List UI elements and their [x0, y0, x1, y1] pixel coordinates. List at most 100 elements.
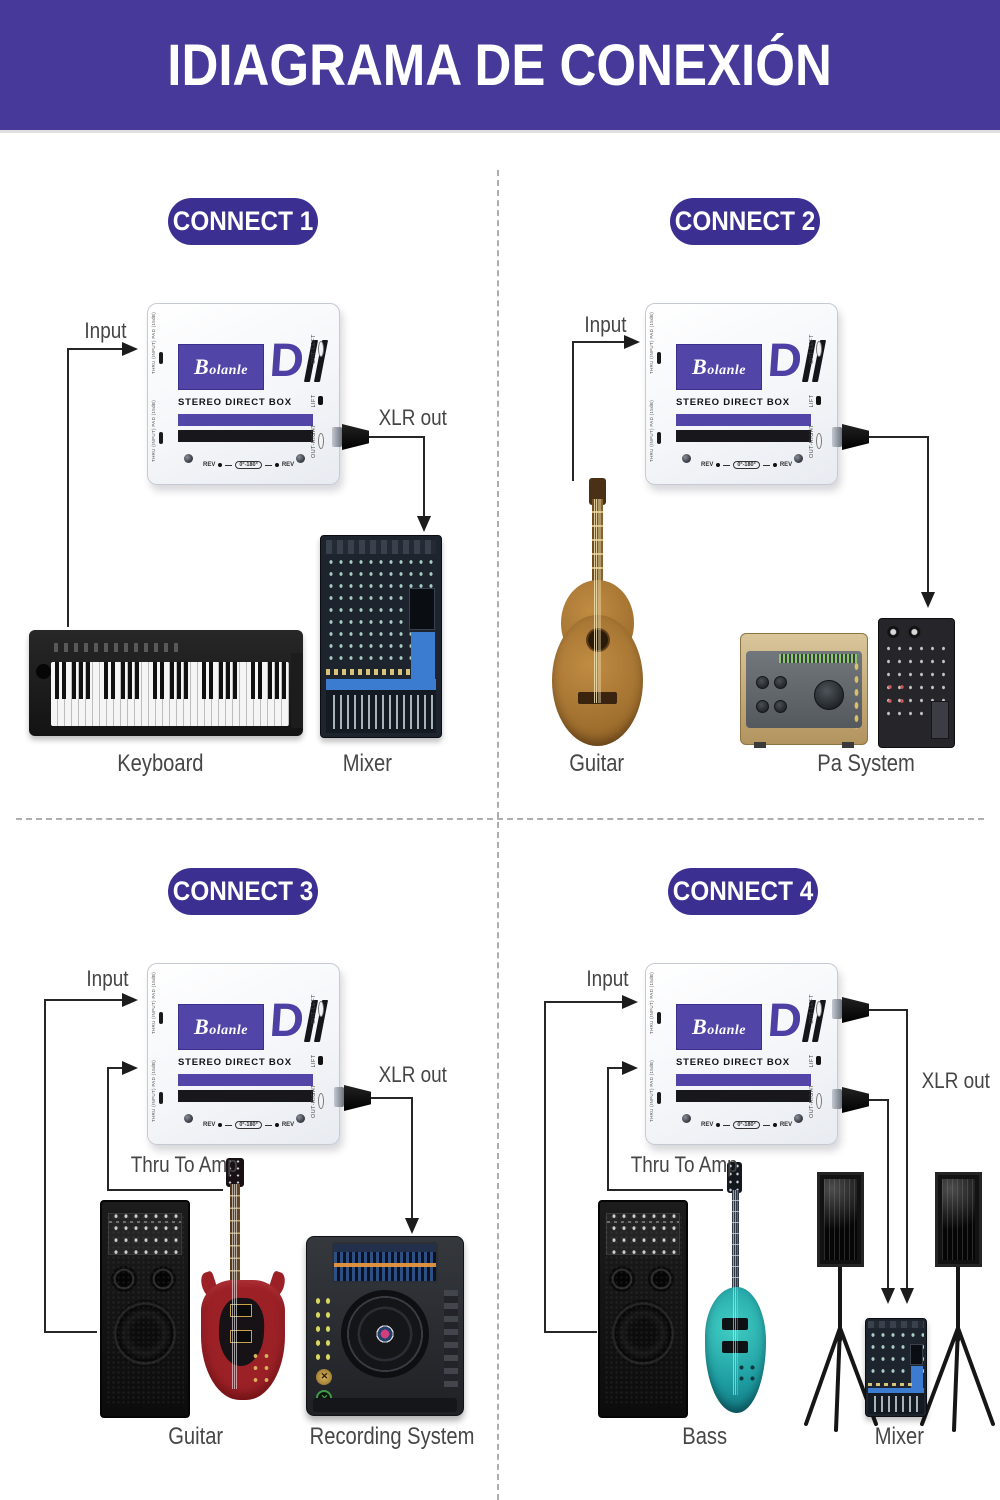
pa-speaker-left	[817, 1172, 864, 1267]
guitar-knobs	[250, 1350, 274, 1382]
phase-controls: REV 0°-180° REV	[203, 1121, 294, 1129]
phase-controls: REV 0°-180° REV	[701, 1121, 792, 1129]
rev-switch-icon	[274, 1123, 279, 1127]
pad-switch	[657, 1092, 661, 1104]
di-black-stripe	[178, 430, 313, 442]
mixer-illustration-small	[865, 1318, 927, 1417]
bass-knobs	[736, 1361, 758, 1388]
screw-icon	[184, 454, 193, 463]
rev-label: REV	[701, 462, 714, 468]
port-out-left: OUT-LEFT	[311, 327, 329, 371]
screw-icon	[296, 1114, 305, 1123]
divider	[723, 464, 731, 466]
port-out-right: OUT-RIGHT	[809, 1079, 827, 1123]
speaker-grille	[942, 1179, 975, 1260]
deck-side-controls	[444, 1290, 459, 1391]
connect4-xlr-out-label: XLR out	[921, 1068, 990, 1093]
mixer-button-row	[868, 1383, 912, 1386]
xlr-plug-base	[832, 1089, 842, 1109]
di-brand-panel: Bolanle	[676, 1004, 762, 1050]
mixer-jack-row	[325, 540, 437, 555]
divider	[225, 1124, 233, 1126]
port-out-left-label: OUT-LEFT	[311, 334, 317, 364]
rev-switch-icon	[218, 1123, 223, 1127]
di-purple-stripe	[676, 414, 811, 426]
guitar-strings	[593, 499, 602, 704]
connect4-device-left-label: Bass	[682, 1423, 728, 1450]
deck-badge-gold: ✕	[316, 1368, 333, 1385]
recording-deck-illustration: ✕ ✕	[306, 1236, 464, 1416]
connect4-badge: CONNECT 4	[668, 868, 818, 915]
mixer-fader-section	[325, 678, 437, 733]
di-side-label: THRU (INPUT) PAD (15dB)	[649, 312, 654, 375]
amp-control-panel	[606, 1212, 680, 1256]
rev-label: REV	[203, 1122, 216, 1128]
keyboard-controls	[53, 642, 180, 653]
rev-label: REV	[779, 462, 793, 468]
xlr-jack-icon	[816, 341, 822, 357]
screw-icon	[184, 1114, 193, 1123]
connect4-input-label: Input	[585, 966, 629, 991]
phase-range-label: 0°-180°	[235, 461, 262, 469]
deck-screen	[331, 1242, 439, 1284]
guitar-strings	[232, 1184, 238, 1390]
di-side-label: THRU (INPUT) PAD (15dB)	[151, 1060, 156, 1123]
rev-label: REV	[701, 1122, 714, 1128]
divider	[225, 464, 233, 466]
mixer-fader-section	[868, 1387, 924, 1415]
port-lift-label: LIFT	[809, 1054, 815, 1068]
interface-button-column	[853, 660, 861, 729]
lift-switch-icon	[816, 1056, 821, 1066]
connect2-device-left-label: Guitar	[569, 750, 625, 777]
deck-jog-wheel	[341, 1290, 429, 1378]
port-out-right: OUT-RIGHT	[311, 1079, 329, 1123]
lift-switch-icon	[318, 1056, 323, 1066]
divider	[723, 1124, 731, 1126]
port-out-right: OUT-RIGHT	[809, 419, 827, 463]
xlr-plug-base	[332, 427, 342, 447]
divider	[264, 1124, 272, 1126]
lift-switch-icon	[318, 396, 323, 406]
keyboard-speaker	[35, 663, 51, 679]
connect2-badge: CONNECT 2	[670, 198, 820, 245]
screw-icon	[682, 454, 691, 463]
electric-guitar-illustration	[197, 1158, 289, 1418]
port-out-right: OUT-RIGHT	[311, 419, 329, 463]
screw-icon	[794, 1114, 803, 1123]
divider	[762, 1124, 770, 1126]
xlr-plug-icon	[842, 997, 869, 1023]
port-lift: LIFT	[809, 1039, 827, 1083]
interface-knob	[773, 700, 787, 713]
connect1-xlr-out-label: XLR out	[378, 405, 447, 430]
pa-mixer-illustration	[878, 618, 955, 748]
mixer-screen	[408, 588, 435, 631]
xlr-plug-icon	[842, 424, 869, 450]
rev-label: REV	[281, 462, 295, 468]
xlr-plug-icon	[842, 1087, 869, 1113]
title-banner: IDIAGRAMA DE CONEXIÓN	[0, 0, 1000, 133]
divider	[762, 464, 770, 466]
rev-switch-icon	[218, 463, 223, 467]
connect3-badge: CONNECT 3	[168, 868, 318, 915]
speaker-stand-right	[920, 1265, 995, 1432]
interface-feet	[753, 741, 855, 749]
di-black-stripe	[676, 1090, 811, 1102]
mixer-button-row	[325, 668, 413, 675]
xlr-jack-icon	[816, 1093, 822, 1109]
mixer-jack-row	[868, 1320, 924, 1328]
keyboard-end-block	[290, 653, 303, 728]
port-out-right-label: OUT-RIGHT	[311, 1084, 317, 1118]
pad-switch	[159, 1092, 163, 1104]
vertical-divider	[497, 170, 499, 1500]
interface-knob	[773, 675, 787, 689]
xlr-plug-icon	[344, 1085, 371, 1111]
connect2-input-label: Input	[583, 312, 627, 337]
di-side-label: THRU (INPUT) PAD (15dB)	[649, 400, 654, 463]
bass-strings	[732, 1190, 738, 1395]
di-purple-stripe	[676, 1074, 811, 1086]
guitar-headstock	[225, 1158, 244, 1187]
amp-woofer	[611, 1300, 675, 1367]
port-lift-label: LIFT	[311, 1054, 317, 1068]
acoustic-guitar-illustration	[552, 478, 643, 746]
horizontal-divider	[16, 818, 984, 820]
